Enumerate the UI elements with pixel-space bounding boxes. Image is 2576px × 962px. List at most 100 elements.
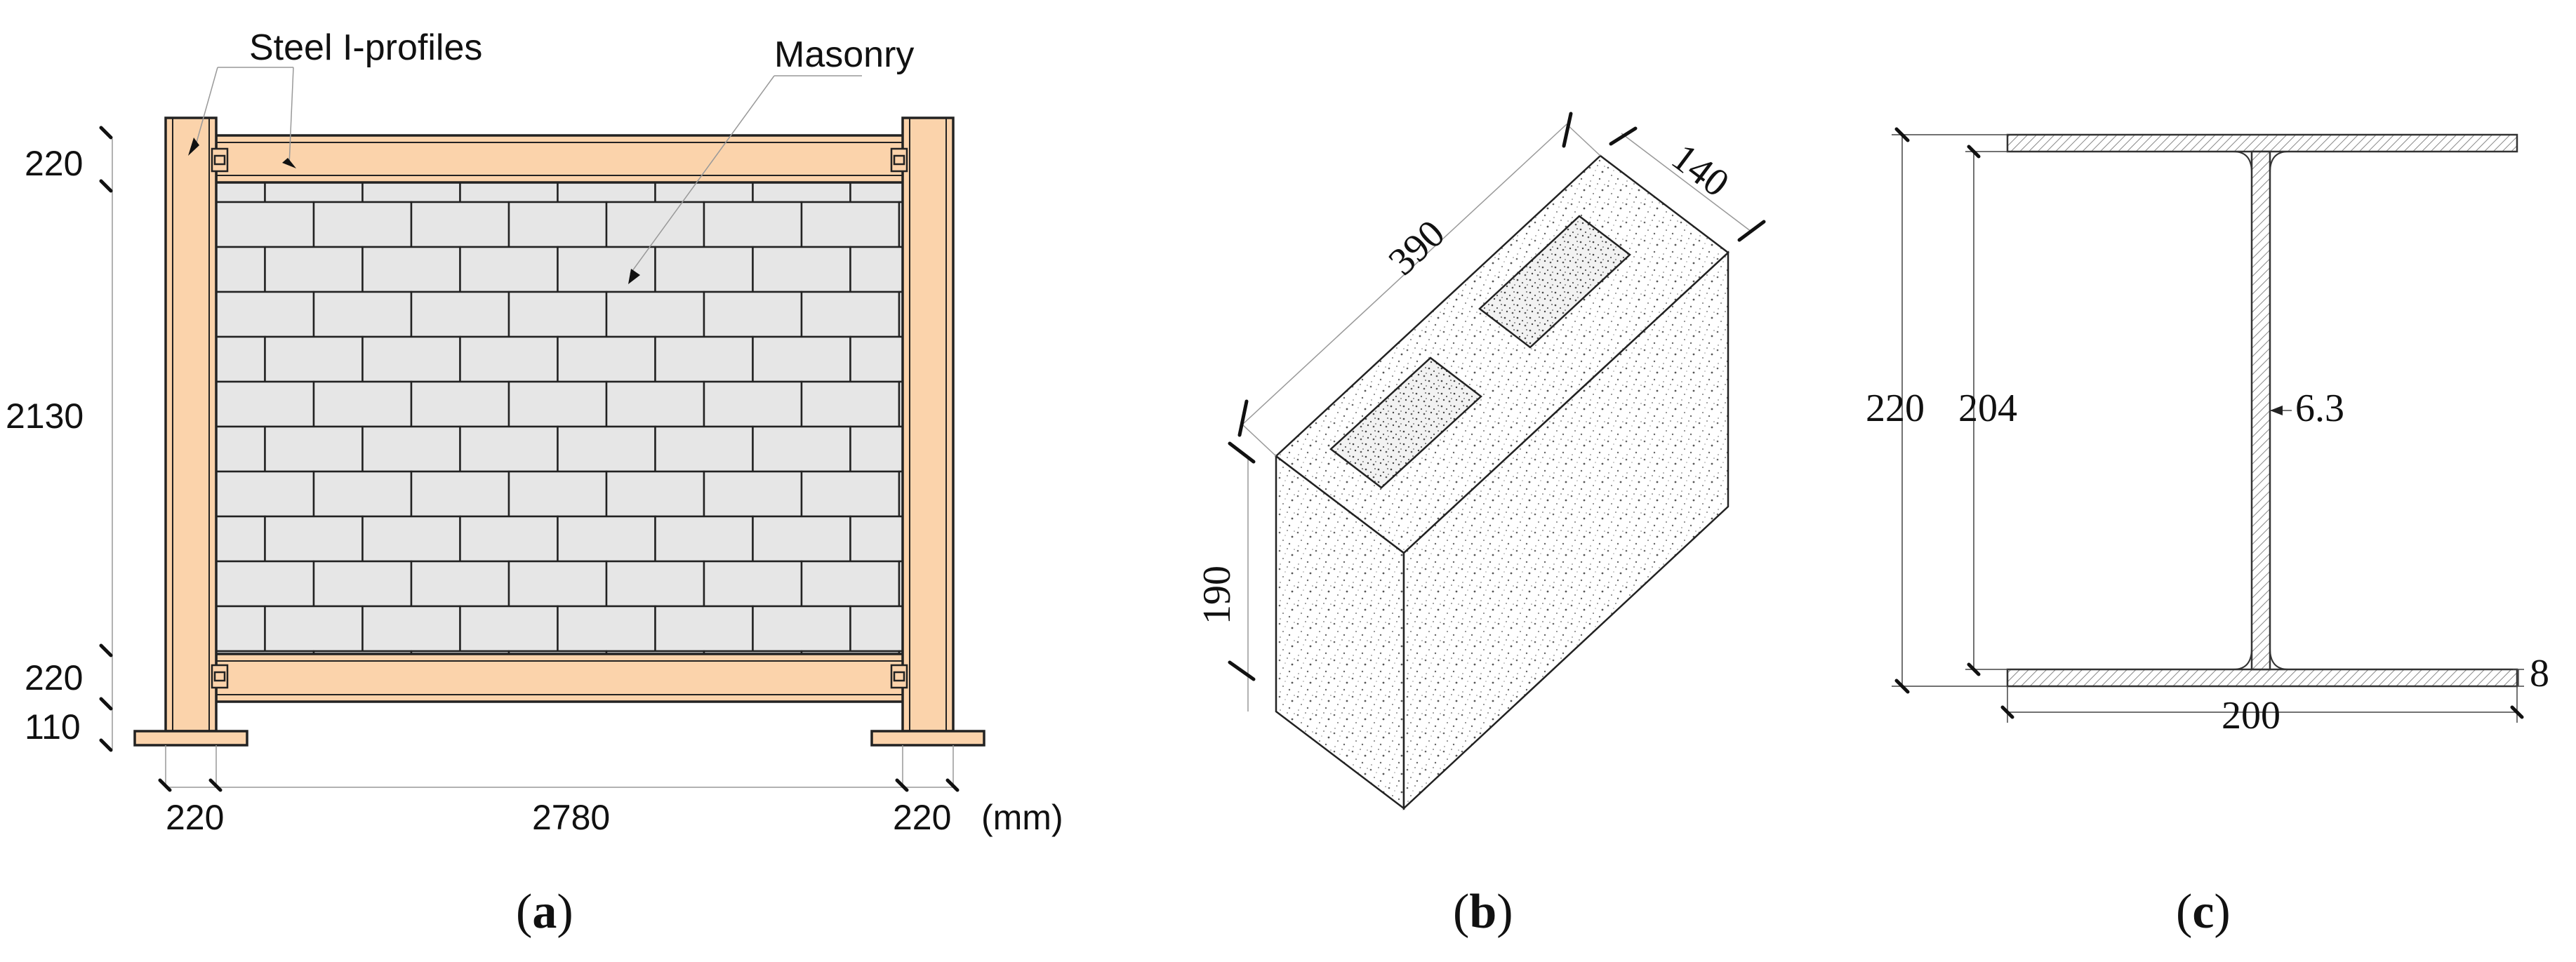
masonry-unit (849, 181, 904, 203)
masonry-unit (557, 246, 656, 293)
masonry-unit (507, 560, 608, 608)
masonry-unit (215, 290, 315, 338)
masonry-unit (752, 425, 851, 473)
masonry-unit (800, 290, 901, 338)
masonry-unit (654, 605, 754, 653)
masonry-unit (215, 515, 266, 563)
steel-pointer-arrow (188, 138, 199, 156)
masonry-unit (264, 515, 364, 563)
masonry-unit (849, 605, 904, 653)
masonry-unit (654, 246, 754, 293)
panel-a: Steel I-profiles Masonry 220 2130 220 11… (6, 27, 1063, 939)
dim-block-height: 190 (1195, 566, 1239, 624)
masonry-unit (215, 380, 315, 428)
steel-frame (133, 116, 985, 747)
masonry-unit (557, 515, 656, 563)
masonry-unit (557, 425, 656, 473)
masonry-unit (654, 181, 754, 203)
masonry-unit (215, 335, 266, 383)
masonry-unit (215, 246, 266, 293)
dim-base-plate: 110 (25, 707, 81, 747)
masonry-unit (703, 470, 803, 518)
masonry-unit (605, 560, 705, 608)
beam-column-connections (211, 147, 908, 689)
masonry-unit (215, 470, 315, 518)
masonry-unit (654, 425, 754, 473)
masonry-unit (410, 290, 510, 338)
masonry-unit (312, 560, 413, 608)
masonry-unit (264, 246, 364, 293)
masonry-unit (361, 246, 461, 293)
i-section (2006, 133, 2518, 688)
masonry-unit (752, 605, 851, 653)
masonry-unit (703, 290, 803, 338)
masonry-unit (703, 201, 803, 248)
masonry-unit (703, 380, 803, 428)
dim-left-column: 220 (166, 798, 224, 837)
masonry-unit (849, 335, 904, 383)
web (2250, 150, 2271, 671)
steel-profiles-label: Steel I-profiles (249, 27, 482, 68)
masonry-unit (312, 470, 413, 518)
masonry-unit (264, 605, 364, 653)
caption-c: (c) (2176, 885, 2231, 939)
masonry-unit (849, 515, 904, 563)
masonry-unit (703, 560, 803, 608)
dim-section-height: 220 (1866, 387, 1925, 430)
dim-block-width: 140 (1664, 135, 1737, 206)
masonry-unit (507, 201, 608, 248)
masonry-unit (215, 181, 266, 203)
masonry-unit (215, 560, 315, 608)
panel-b: 390 140 190 (b) (1195, 112, 1766, 939)
masonry-unit (410, 560, 510, 608)
dim-top-beam: 220 (25, 144, 83, 183)
dim-wall-length: 2780 (532, 798, 610, 837)
masonry-unit (459, 335, 559, 383)
masonry-unit (264, 181, 364, 203)
masonry-unit (312, 201, 413, 248)
masonry-label: Masonry (774, 34, 914, 75)
caption-b: (b) (1453, 885, 1513, 939)
masonry-unit (215, 425, 266, 473)
concrete-block (1275, 154, 1729, 810)
dim-web-clear-height: 204 (1958, 387, 2017, 430)
masonry-unit (215, 201, 315, 248)
masonry-unit (410, 201, 510, 248)
masonry-unit (557, 605, 656, 653)
masonry-unit (361, 425, 461, 473)
masonry-unit (312, 380, 413, 428)
dim-wall-height: 2130 (6, 396, 84, 436)
dim-flange-width: 200 (2222, 694, 2280, 737)
masonry-unit (361, 515, 461, 563)
top-flange (2006, 133, 2518, 153)
masonry-unit (459, 515, 559, 563)
vertical-dimensions: 220 2130 220 110 (6, 126, 113, 752)
masonry-unit (410, 470, 510, 518)
masonry-unit (752, 335, 851, 383)
masonry-unit (752, 246, 851, 293)
dim-web-thickness: 6.3 (2295, 387, 2344, 430)
bottom-flange (2006, 668, 2518, 688)
masonry-unit (507, 380, 608, 428)
masonry-unit (507, 290, 608, 338)
masonry-unit (507, 470, 608, 518)
masonry-unit (752, 181, 851, 203)
masonry-unit (849, 246, 904, 293)
dim-block-length: 390 (1381, 212, 1454, 284)
masonry-unit (557, 181, 656, 203)
unit-label: (mm) (981, 798, 1063, 837)
masonry-unit (459, 246, 559, 293)
masonry-unit (361, 335, 461, 383)
masonry-unit (800, 560, 901, 608)
right-column (901, 116, 955, 733)
masonry-unit (459, 605, 559, 653)
masonry-unit (459, 425, 559, 473)
panel-c: 220 204 6.3 8 200 (c) (1866, 127, 2549, 939)
masonry-unit (800, 380, 901, 428)
masonry-unit (654, 515, 754, 563)
block-core-1 (1329, 356, 1482, 489)
masonry-unit (849, 425, 904, 473)
dim-right-column: 220 (893, 798, 951, 837)
masonry-infill (215, 181, 904, 655)
